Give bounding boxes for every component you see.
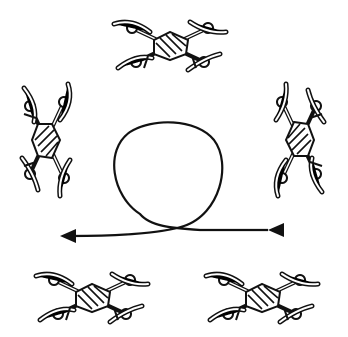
arrowhead-right-icon [268,223,284,237]
drone-left [22,84,70,196]
drone-bottom-left [36,274,148,322]
flight-path-line [72,122,268,236]
arrowhead-left-icon [60,229,76,243]
drone-top [114,22,226,70]
drone-right [276,84,324,196]
drone-bottom-right [206,274,318,322]
flight-path [60,122,284,243]
